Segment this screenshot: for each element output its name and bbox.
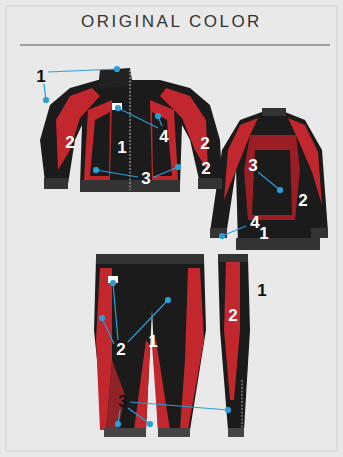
callout-number: 4 [250,214,259,231]
callout-number: 2 [201,160,210,177]
callout-number: 2 [228,307,237,324]
callout-number: 1 [259,225,268,242]
callout-number: 2 [65,134,74,151]
callout-number: 2 [298,192,307,209]
callout-number: 1 [36,68,45,85]
callout-number: 2 [116,341,125,358]
callout-number: 4 [159,128,168,145]
pants-front [94,254,206,437]
callout-number: 1 [117,139,126,156]
callout-number: 3 [248,157,257,174]
title: ORIGINAL COLOR [0,12,343,32]
jacket-back [210,108,328,250]
callout-number: 3 [141,170,150,187]
callout-number: 1 [148,333,157,350]
callout-number: 1 [257,282,266,299]
callout-number: 2 [200,135,209,152]
leader-lines [44,67,283,427]
callout-number: 3 [118,393,127,410]
jacket-front [40,68,222,192]
